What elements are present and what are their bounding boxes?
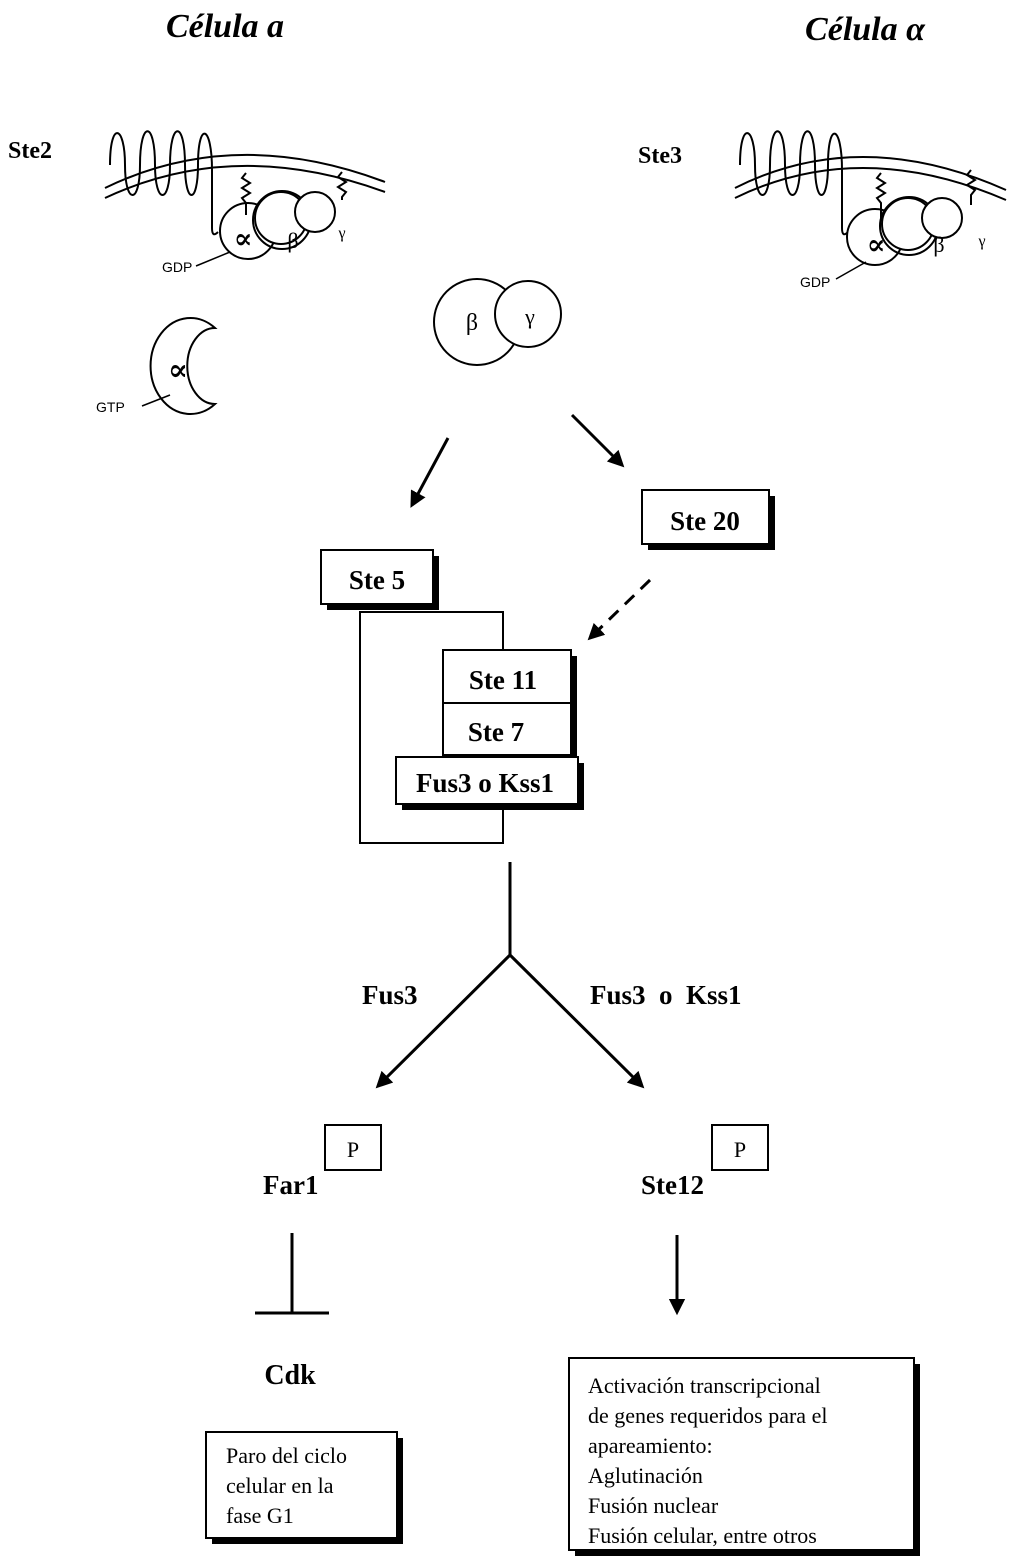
outcome-line: apareamiento: [588, 1433, 713, 1458]
alpha-subunit-symbol: ∝ [234, 224, 253, 255]
free-beta-gamma: β γ [434, 279, 561, 365]
gamma-subunit-symbol: γ [524, 304, 535, 329]
transmembrane-helices [110, 131, 218, 234]
transcription-activation-box: Activación transcripcional de genes requ… [569, 1358, 920, 1556]
arrow-to-ste12 [510, 955, 642, 1086]
header-cell-a: Célula a [166, 8, 284, 45]
ste2-label: Ste2 [8, 138, 52, 164]
free-alpha-gtp: ∝ GTP [96, 318, 215, 415]
beta-subunit-symbol: β [933, 232, 944, 257]
ste2-receptor-complex: Ste2 ∝ β γ GDP [8, 131, 385, 275]
gdp-label: GDP [162, 259, 192, 275]
beta-subunit-symbol: β [287, 228, 298, 253]
ste7-label: Ste 7 [468, 717, 524, 747]
phospho-label: P [734, 1137, 746, 1162]
gdp-label: GDP [800, 274, 830, 290]
membrane-inner [735, 168, 1006, 200]
outcome-line: celular en la [226, 1473, 334, 1498]
branch-label-fus3: Fus3 [362, 980, 418, 1010]
beta-subunit-symbol: β [466, 310, 478, 336]
outcome-line: de genes requeridos para el [588, 1403, 827, 1428]
outcome-line: Fusión nuclear [588, 1493, 719, 1518]
gtp-label: GTP [96, 399, 125, 415]
ste12-label: Ste12 [641, 1170, 704, 1200]
fus3-kss1-box: Fus3 o Kss1 [396, 757, 584, 810]
fus3-kss1-label: Fus3 o Kss1 [416, 768, 554, 798]
alpha-subunit-symbol: ∝ [867, 230, 886, 261]
ste5-box: Ste 5 [321, 550, 439, 610]
outcome-line: Aglutinación [588, 1463, 703, 1488]
gamma-subunit-symbol: γ [977, 233, 985, 250]
mapk-cascade-stack: Ste 11 Ste 7 [443, 650, 577, 761]
far1-node: P Far1 [263, 1125, 381, 1200]
header-cell-alpha: Célula α [805, 11, 926, 48]
lipid-anchor [338, 172, 346, 200]
ste3-label: Ste3 [638, 143, 682, 169]
ste20-box: Ste 20 [642, 490, 775, 550]
arrow-to-ste20 [572, 415, 622, 465]
cdk-label: Cdk [264, 1360, 316, 1391]
phospho-label: P [347, 1137, 359, 1162]
ste11-label: Ste 11 [469, 665, 537, 695]
arrow-to-far1 [378, 955, 510, 1086]
outcome-line: Paro del ciclo [226, 1443, 347, 1468]
outcome-line: fase G1 [226, 1503, 294, 1528]
transmembrane-helices [740, 131, 848, 234]
cell-cycle-arrest-box: Paro del ciclo celular en la fase G1 [206, 1432, 403, 1544]
ste5-label: Ste 5 [349, 565, 405, 595]
dashed-arrow-ste20-to-ste11 [590, 580, 650, 638]
ste3-receptor-complex: Ste3 ∝ β γ GDP [638, 131, 1006, 290]
far1-label: Far1 [263, 1170, 318, 1200]
arrow-to-ste5 [412, 438, 448, 505]
alpha-subunit-symbol: ∝ [168, 354, 188, 387]
outcome-line: Activación transcripcional [588, 1373, 821, 1398]
outcome-line: Fusión celular, entre otros [588, 1523, 817, 1548]
gamma-subunit-symbol: γ [337, 225, 345, 242]
ste12-node: P Ste12 [641, 1125, 768, 1200]
ste20-label: Ste 20 [670, 506, 740, 536]
branch-label-fus3-kss1: Fus3 o Kss1 [590, 980, 742, 1010]
